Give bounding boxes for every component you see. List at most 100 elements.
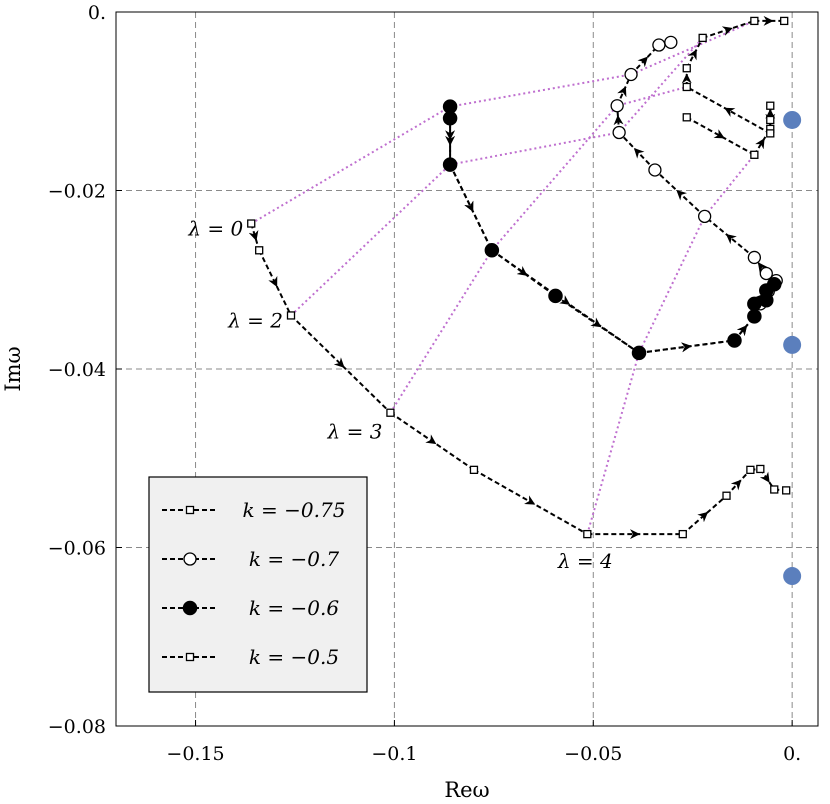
axis-ticks: −0.15 −0.1 −0.05 0. 0. −0.02 −0.04 −0.06 −0.08 — [48, 2, 801, 765]
lambda-label: λ = 4 — [557, 549, 613, 573]
series-segment — [473, 468, 588, 535]
data-point — [782, 486, 791, 495]
series-segment — [704, 215, 755, 259]
data-point — [698, 33, 707, 43]
lambda-label: λ = 0 — [187, 217, 243, 241]
y-tick-label: −0.02 — [48, 181, 106, 203]
data-point — [583, 529, 592, 539]
data-point — [747, 296, 762, 312]
data-point — [766, 101, 775, 110]
data-point — [255, 246, 264, 255]
data-point — [747, 250, 762, 265]
lambda-label: λ = 3 — [327, 420, 383, 444]
x-tick-label: 0. — [783, 743, 801, 765]
series-segment — [449, 164, 493, 251]
data-point — [612, 125, 626, 140]
reference-points — [783, 110, 802, 586]
x-tick-label: −0.05 — [564, 743, 622, 765]
data-point — [631, 345, 647, 361]
reference-point — [783, 335, 802, 354]
data-point — [247, 219, 256, 228]
data-point — [722, 491, 731, 500]
lambda-connector-line — [389, 86, 688, 414]
series-segment — [686, 86, 771, 135]
reference-point — [783, 567, 802, 586]
series-segment — [685, 37, 704, 69]
series-3 — [442, 99, 782, 361]
legend-marker — [182, 600, 198, 616]
y-tick-label: 0. — [88, 2, 106, 24]
legend-marker — [183, 552, 197, 566]
data-point — [756, 464, 765, 474]
data-point — [697, 209, 712, 224]
data-point — [648, 163, 662, 177]
series-segment — [258, 249, 292, 316]
data-point — [652, 38, 666, 52]
data-point — [610, 99, 624, 113]
data-point — [442, 110, 458, 126]
data-point — [750, 16, 759, 26]
legend-label: k = −0.7 — [249, 547, 339, 571]
data-point — [766, 129, 775, 138]
series-segment — [250, 223, 261, 251]
x-axis-label: Reω — [444, 778, 489, 802]
legend-label: k = −0.5 — [249, 645, 339, 669]
data-point — [766, 276, 782, 292]
y-tick-label: −0.06 — [48, 538, 106, 560]
series-segment — [686, 116, 755, 156]
data-point — [747, 309, 762, 324]
legend-box — [148, 476, 368, 693]
data-point — [682, 64, 691, 73]
series-2 — [443, 35, 783, 360]
data-point — [770, 485, 779, 494]
data-point — [469, 465, 479, 475]
series-segment — [290, 314, 392, 414]
data-point — [386, 408, 395, 417]
data-point — [759, 266, 773, 281]
data-point — [750, 150, 759, 159]
direction-arrow — [713, 129, 725, 139]
series-segment — [389, 411, 475, 471]
legend-marker — [185, 652, 195, 662]
data-point — [624, 67, 638, 82]
y-tick-label: −0.08 — [48, 716, 106, 738]
direction-arrow — [516, 265, 528, 276]
legend-label: k = −0.75 — [243, 498, 346, 522]
series-segment — [682, 494, 728, 535]
x-tick-label: −0.1 — [371, 743, 417, 765]
lambda-connector-line — [250, 20, 755, 225]
data-point — [780, 16, 789, 26]
legend: k = −0.75 k = −0.7 k = −0.6 k = −0.5 — [148, 476, 368, 693]
lambda-connectors — [250, 20, 756, 535]
data-point — [682, 82, 691, 92]
data-point — [766, 115, 775, 125]
y-tick-label: −0.04 — [48, 359, 106, 381]
legend-entry: k = −0.75 — [162, 498, 345, 522]
data-point — [759, 293, 774, 308]
series-4 — [681, 15, 789, 159]
reference-point — [783, 110, 802, 129]
series-segment — [491, 249, 557, 297]
legend-label: k = −0.6 — [249, 596, 339, 620]
legend-entry: k = −0.5 — [162, 645, 339, 669]
data-point — [442, 157, 458, 172]
data-point — [682, 113, 691, 122]
data-point — [746, 465, 755, 475]
lambda-connector-line — [290, 37, 704, 317]
series-group — [247, 15, 791, 540]
x-tick-label: −0.15 — [166, 743, 224, 765]
data-point — [727, 333, 742, 348]
data-point — [664, 35, 678, 49]
y-axis-label: Imω — [1, 346, 25, 391]
legend-marker — [185, 505, 195, 515]
series-1 — [247, 219, 791, 540]
series-segment — [654, 169, 706, 218]
legend-entry: k = −0.6 — [162, 596, 339, 620]
data-point — [548, 288, 563, 304]
series-segment — [618, 131, 656, 171]
data-point — [484, 243, 500, 258]
legend-entry: k = −0.7 — [162, 547, 339, 571]
series-segment — [638, 339, 735, 354]
data-point — [286, 311, 296, 320]
